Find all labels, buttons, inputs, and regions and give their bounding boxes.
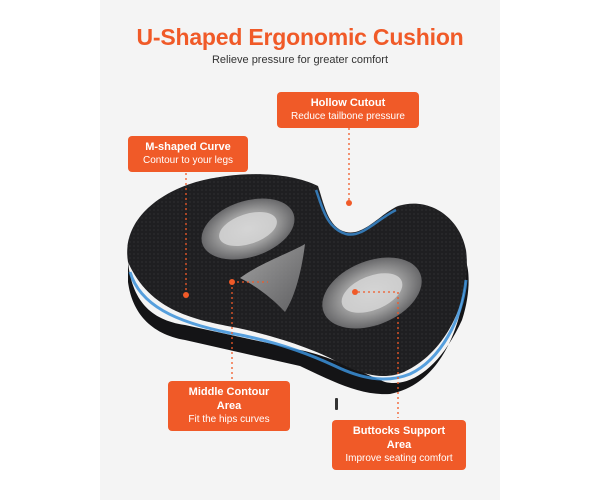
callout-title: Middle Contour Area [188, 386, 270, 412]
cushion-side [128, 262, 469, 395]
callout-title: M-shaped Curve [145, 141, 231, 153]
leader-lines [185, 123, 399, 418]
callout-middle-contour: Middle Contour Area Fit the hips curves [168, 381, 290, 431]
callout-hollow-cutout: Hollow Cutout Reduce tailbone pressure [277, 92, 419, 128]
callout-buttocks-support: Buttocks Support Area Improve seating co… [332, 420, 466, 470]
callout-subtitle: Contour to your legs [142, 155, 234, 166]
middle-contour-shape [240, 244, 305, 312]
cushion-edge-glow [128, 271, 468, 381]
callout-subtitle: Reduce tailbone pressure [291, 111, 405, 122]
callout-m-shaped-curve: M-shaped Curve Contour to your legs [128, 136, 248, 172]
callout-title: Hollow Cutout [310, 97, 386, 109]
marker-dots [183, 200, 358, 298]
page-subtitle: Relieve pressure for greater comfort [211, 54, 389, 66]
callout-subtitle: Improve seating comfort [345, 453, 453, 464]
callout-title: Buttocks Support Area [352, 425, 446, 451]
page-title: U-Shaped Ergonomic Cushion [136, 24, 464, 50]
callout-subtitle: Fit the hips curves [188, 414, 270, 425]
